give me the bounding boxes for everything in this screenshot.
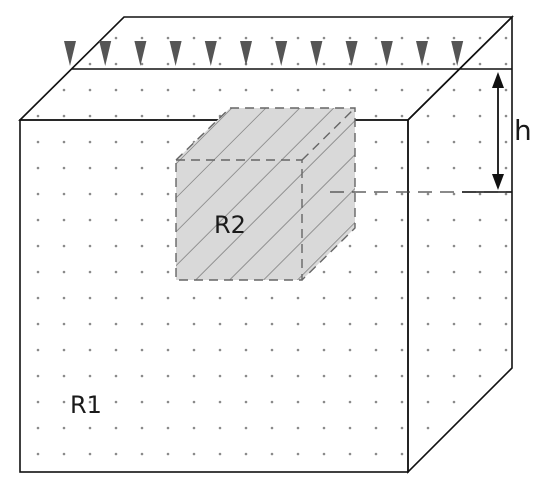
load-arrow — [416, 41, 428, 66]
load-arrow — [204, 41, 217, 66]
load-arrow — [345, 41, 358, 66]
inner-block — [175, 107, 356, 281]
inner-region-label: R2 — [214, 211, 246, 239]
load-arrow — [310, 41, 323, 66]
outer-block-front-edge — [19, 119, 409, 473]
load-arrow — [240, 41, 252, 66]
load-arrow — [169, 41, 182, 66]
load-arrow — [64, 41, 76, 66]
inner-block-depth-edge — [301, 107, 356, 161]
inner-block-back-edges — [175, 107, 356, 281]
load-arrow — [451, 41, 464, 66]
inner-block-front-edge — [175, 159, 303, 281]
depth-label: h — [514, 114, 532, 147]
load-arrow — [99, 41, 112, 66]
load-arrow — [380, 41, 393, 66]
load-arrow — [275, 41, 288, 66]
surface-load-arrows — [64, 41, 464, 66]
outer-region-label: R1 — [70, 391, 102, 419]
outer-block-side-dots — [408, 17, 512, 472]
depth-dimension-arrow — [492, 72, 504, 190]
load-arrow — [134, 41, 147, 66]
